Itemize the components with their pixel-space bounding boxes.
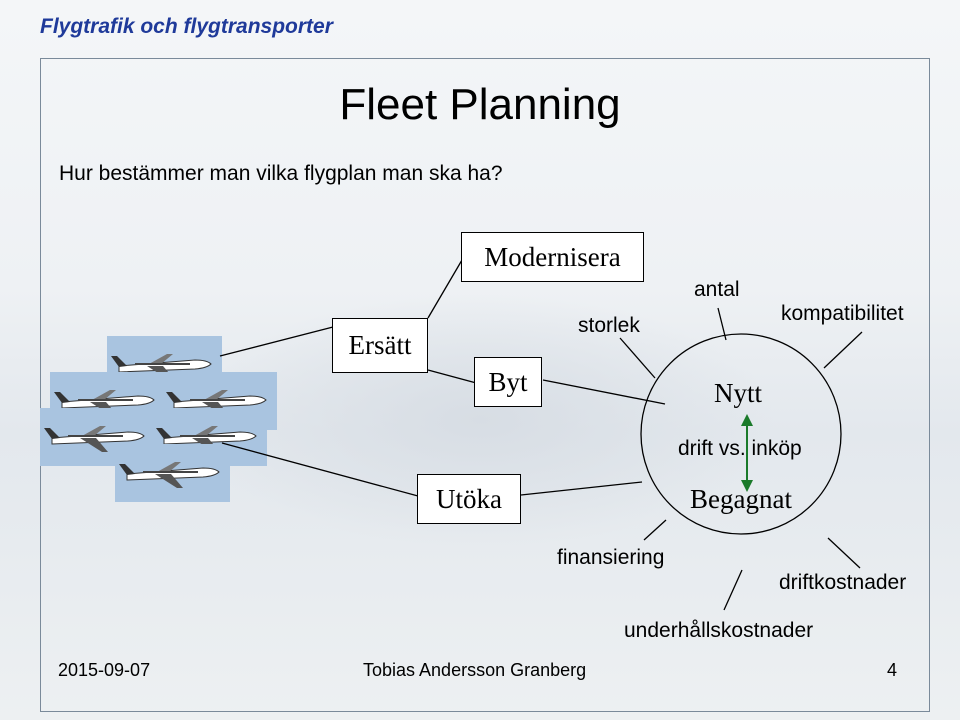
underhallskostnader-tick [723, 569, 743, 611]
utoka-box: Utöka [417, 474, 521, 524]
aircraft-choice-circle [640, 333, 842, 535]
driftkostnader-tick [827, 537, 861, 569]
storlek-label: storlek [578, 314, 640, 337]
finansiering-label: finansiering [557, 546, 665, 569]
byt-to-circle-line [542, 379, 666, 405]
kompatibilitet-label: kompatibilitet [781, 302, 904, 325]
finansiering-tick [643, 519, 667, 541]
course-brand: Flygtrafik och flygtransporter [40, 15, 333, 38]
antal-label: antal [694, 278, 740, 301]
ersatt-box: Ersätt [332, 318, 428, 373]
driftkostnader-label: driftkostnader [779, 571, 907, 594]
byt-box: Byt [474, 357, 542, 407]
ersatt-to-modernisera-line [427, 259, 463, 319]
begagnat-label: Begagnat [690, 484, 792, 514]
slide-frame [40, 58, 930, 712]
slide-question: Hur bestämmer man vilka flygplan man ska… [59, 162, 503, 185]
antal-tick [717, 307, 727, 341]
slide-title: Fleet Planning [0, 80, 960, 130]
slide-title-text: Fleet Planning [339, 80, 621, 129]
kompatibilitet-tick [823, 331, 863, 369]
footer-date: 2015-09-07 [58, 660, 151, 680]
utoka-to-circle-line [520, 481, 643, 496]
modernisera-box: Modernisera [461, 232, 644, 282]
drift-vs-inkop-arrow [741, 414, 753, 492]
nytt-label: Nytt [714, 378, 763, 408]
ersatt-to-byt-line [427, 369, 481, 385]
underhallskostnader-label: underhållskostnader [624, 619, 814, 642]
footer-page-number: 4 [887, 660, 898, 680]
drift-vs-inkop-label: drift vs. inköp [678, 437, 802, 460]
footer-author: Tobias Andersson Granberg [363, 660, 587, 680]
storlek-tick [619, 337, 656, 379]
fleet-to-ersatt-line [219, 326, 334, 357]
fleet-to-utoka-line [221, 442, 419, 497]
